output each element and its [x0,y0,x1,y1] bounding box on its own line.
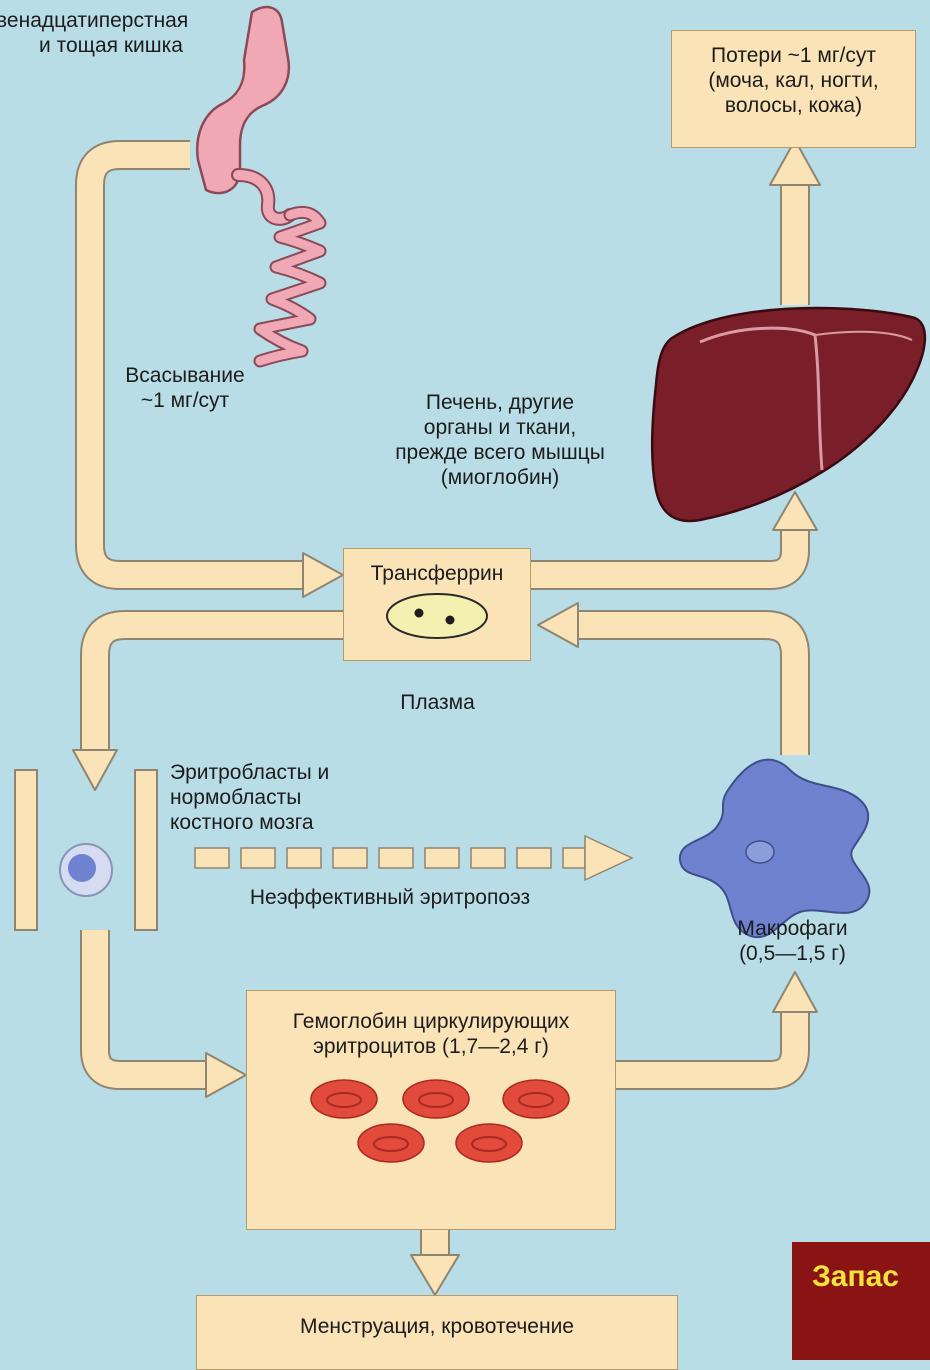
macrophages-label: Макрофаги (0,5—1,5 г) [705,916,880,966]
arrow-to-losses [770,140,820,305]
arrow-to-menstruation [411,1230,459,1295]
erythrocyte-icon [456,1124,522,1162]
erythrocyte-icon [403,1080,469,1118]
ineffective-label: Неэффективный эритропоэз [205,885,575,910]
absorption-label: Всасывание ~1 мг/сут [100,363,270,413]
intestine-label-line-1: венадцатиперстная [0,8,226,33]
plasma-label: Плазма [345,690,530,715]
arrow-macrophage-to-transferrin [538,603,795,755]
erythroblasts-label: Эритробласты и нормобласты костного мозг… [170,760,400,835]
stock-corner-tab: Запас [792,1242,930,1360]
losses-label: Потери ~1 мг/сут (моча, кал, ногти, воло… [672,43,915,118]
liver-icon [652,308,925,521]
transferrin-icon [344,586,532,646]
arrow-ineffective-erythropoiesis [195,836,632,880]
macrophage-icon [680,760,870,938]
menstruation-box: Менструация, кровотечение [196,1295,678,1370]
erythrocyte-icon [311,1080,377,1118]
losses-box: Потери ~1 мг/сут (моча, кал, ногти, воло… [671,30,916,148]
hemoglobin-label: Гемоглобин циркулирующих эритроцитов (1,… [247,1009,615,1059]
intestine-label-line-2: и тощая кишка [0,33,226,58]
arrow-to-macrophages [615,972,817,1075]
bone-marrow-icon [15,770,157,930]
transferrin-label: Трансферрин [344,561,530,586]
intestine-label: венадцатиперстная и тощая кишка [0,8,226,58]
menstruation-label: Менструация, кровотечение [197,1314,677,1339]
stomach-intestine-icon [197,7,320,361]
erythrocytes-icon [247,1071,617,1211]
erythrocyte-icon [503,1080,569,1118]
liver-label: Печень, другие органы и ткани, прежде вс… [365,390,635,490]
stock-corner-label: Запас [812,1260,899,1293]
transferrin-box: Трансферрин [343,548,531,661]
hemoglobin-box: Гемоглобин циркулирующих эритроцитов (1,… [246,990,616,1230]
erythrocyte-icon [358,1124,424,1162]
arrow-to-hemoglobin [95,930,246,1097]
